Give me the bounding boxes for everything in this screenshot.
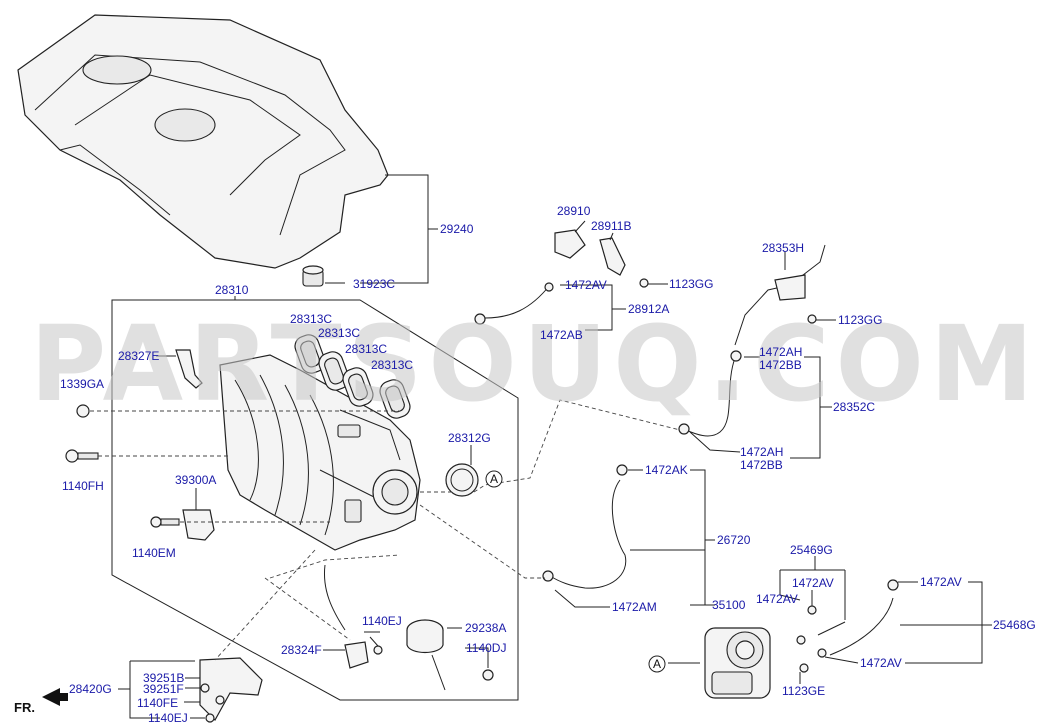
callout-28310[interactable]: 28310 bbox=[215, 283, 249, 297]
bolt-1140EM[interactable] bbox=[150, 516, 180, 528]
actuator-29238A[interactable] bbox=[406, 619, 446, 691]
marker-a-1: A bbox=[485, 470, 503, 488]
gasket-28313C-4[interactable] bbox=[377, 377, 413, 421]
callout-1140DJ[interactable]: 1140DJ bbox=[466, 641, 506, 655]
valve-28910[interactable] bbox=[554, 229, 586, 259]
callout-1140EJ-2[interactable]: 1140EJ bbox=[148, 711, 188, 725]
callout-25468G[interactable]: 25468G bbox=[993, 618, 1036, 632]
front-arrow-icon bbox=[42, 688, 68, 706]
clip-1472AV-small[interactable] bbox=[796, 605, 817, 645]
marker-a-2: A bbox=[648, 655, 666, 673]
callout-28912A[interactable]: 28912A bbox=[628, 302, 669, 316]
valve-28324F[interactable] bbox=[344, 641, 369, 669]
callout-39300A[interactable]: 39300A bbox=[175, 473, 216, 487]
leader-lines bbox=[90, 174, 992, 719]
callout-28420G[interactable]: 28420G bbox=[69, 682, 112, 696]
callout-28352C[interactable]: 28352C bbox=[833, 400, 875, 414]
watermark: PARTSOUQ.COM bbox=[30, 303, 1039, 425]
callout-31923C[interactable]: 31923C bbox=[353, 277, 395, 291]
hose-26720[interactable] bbox=[542, 464, 628, 589]
hose-manifold-down[interactable] bbox=[323, 564, 346, 631]
bolt-1140FH[interactable] bbox=[65, 449, 99, 463]
bolt-1123GG-2[interactable] bbox=[807, 314, 817, 324]
callout-1140EJ-1[interactable]: 1140EJ bbox=[362, 614, 402, 628]
callout-39251F[interactable]: 39251F bbox=[143, 682, 184, 696]
bolt-1140EJ-1[interactable] bbox=[373, 645, 383, 655]
callout-1472AV-4[interactable]: 1472AV bbox=[920, 575, 962, 589]
callout-28353H[interactable]: 28353H bbox=[762, 241, 804, 255]
callout-1123GG-1[interactable]: 1123GG bbox=[669, 277, 713, 291]
callout-39251B[interactable]: 39251B bbox=[143, 671, 184, 685]
hose-25469G[interactable] bbox=[817, 621, 846, 636]
callout-28911B[interactable]: 28911B bbox=[591, 219, 631, 233]
callout-28324F[interactable]: 28324F bbox=[281, 643, 322, 657]
gasket-28313C-3[interactable] bbox=[340, 365, 376, 409]
callout-1472AB[interactable]: 1472AB bbox=[540, 328, 583, 342]
callout-28313C-1[interactable]: 28313C bbox=[290, 312, 332, 326]
gasket-28313C-1[interactable] bbox=[292, 332, 328, 376]
front-direction-indicator: FR. bbox=[14, 688, 68, 715]
callout-1123GE[interactable]: 1123GE bbox=[782, 684, 825, 698]
callout-35100[interactable]: 35100 bbox=[712, 598, 746, 612]
callout-28910[interactable]: 28910 bbox=[557, 204, 591, 218]
bracket-28420G[interactable] bbox=[199, 657, 263, 721]
callout-25469G[interactable]: 25469G bbox=[790, 543, 833, 557]
hose-28352C[interactable] bbox=[678, 350, 742, 437]
pipe-28353H[interactable] bbox=[734, 244, 826, 346]
bolts-39251[interactable] bbox=[200, 683, 225, 723]
sensor-39300A[interactable] bbox=[182, 509, 215, 541]
hose-25468G[interactable] bbox=[817, 579, 899, 658]
callout-1472AV-3[interactable]: 1472AV bbox=[756, 592, 798, 606]
callout-1140FE[interactable]: 1140FE bbox=[137, 696, 178, 710]
callout-29240[interactable]: 29240 bbox=[440, 222, 474, 236]
throttle-body-35100[interactable] bbox=[704, 627, 771, 699]
plug-31923C[interactable] bbox=[302, 265, 324, 287]
callout-1472AV-top[interactable]: 1472AV bbox=[565, 278, 607, 292]
callout-1472AM[interactable]: 1472AM bbox=[612, 600, 657, 614]
callout-28312G[interactable]: 28312G bbox=[448, 431, 491, 445]
callout-1472AH-2[interactable]: 1472AH bbox=[740, 445, 783, 459]
callout-1472BB-2[interactable]: 1472BB bbox=[740, 458, 783, 472]
callout-28313C-4[interactable]: 28313C bbox=[371, 358, 413, 372]
bracket-28911B[interactable] bbox=[599, 237, 626, 276]
callout-26720[interactable]: 26720 bbox=[717, 533, 751, 547]
callout-1472AV-5[interactable]: 1472AV bbox=[860, 656, 902, 670]
callout-1339GA[interactable]: 1339GA bbox=[60, 377, 104, 391]
manifold-group-frame bbox=[111, 299, 519, 701]
callout-1140FH[interactable]: 1140FH bbox=[62, 479, 104, 493]
gasket-28313C-2[interactable] bbox=[316, 349, 352, 393]
bolt-1123GG-1[interactable] bbox=[639, 278, 649, 288]
callout-28313C-2[interactable]: 28313C bbox=[318, 326, 360, 340]
intake-manifold[interactable] bbox=[219, 354, 421, 551]
oring-28312G[interactable] bbox=[445, 463, 479, 497]
bolt-1140DJ[interactable] bbox=[482, 669, 494, 681]
callout-1472AV-2[interactable]: 1472AV bbox=[792, 576, 834, 590]
callout-1123GG-2[interactable]: 1123GG bbox=[838, 313, 882, 327]
marker-a-1-label: A bbox=[490, 472, 498, 486]
callout-1140EM[interactable]: 1140EM bbox=[132, 546, 176, 560]
marker-a-2-label: A bbox=[653, 657, 661, 671]
fitting-28327E[interactable] bbox=[175, 349, 203, 389]
callout-29238A[interactable]: 29238A bbox=[465, 621, 506, 635]
bolt-1339GA[interactable] bbox=[76, 404, 90, 418]
callout-28327E[interactable]: 28327E bbox=[118, 349, 159, 363]
callout-1472BB-1[interactable]: 1472BB bbox=[759, 358, 802, 372]
front-label: FR. bbox=[14, 700, 35, 715]
hose-28912A[interactable] bbox=[474, 282, 554, 325]
throttle-flange[interactable] bbox=[372, 469, 418, 515]
callout-1472AH-1[interactable]: 1472AH bbox=[759, 345, 802, 359]
bolt-1123GE[interactable] bbox=[799, 663, 809, 673]
callout-28313C-3[interactable]: 28313C bbox=[345, 342, 387, 356]
engine-cover-29240[interactable] bbox=[17, 14, 389, 269]
callout-labels: 29240 31923C 28310 28313C 28313C 28313C … bbox=[60, 204, 1036, 725]
callout-1472AK[interactable]: 1472AK bbox=[645, 463, 688, 477]
